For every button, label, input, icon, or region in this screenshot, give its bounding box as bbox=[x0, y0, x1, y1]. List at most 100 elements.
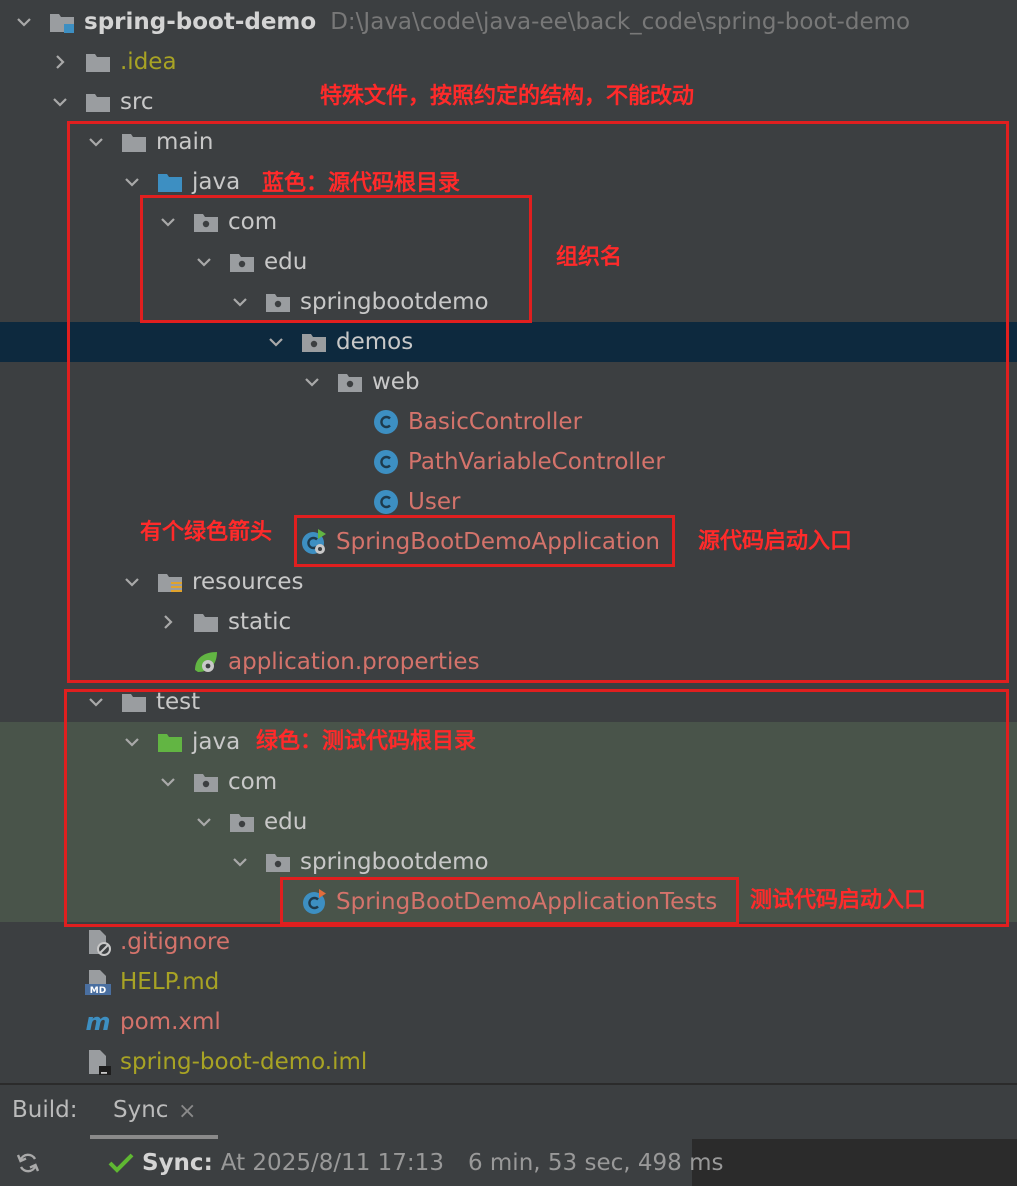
source-entry-note: 源代码启动入口 bbox=[698, 529, 853, 554]
active-tab-indicator bbox=[90, 1135, 218, 1139]
tree-label-help-md: HELP.md bbox=[120, 969, 220, 995]
tree-label-src: src bbox=[120, 89, 154, 115]
tree-node-resources[interactable]: resources bbox=[0, 562, 1017, 602]
module-file-icon bbox=[84, 1048, 112, 1076]
markdown-file-icon: MD bbox=[84, 968, 112, 996]
spring-properties-icon bbox=[192, 648, 220, 676]
maven-file-icon: m bbox=[84, 1008, 112, 1036]
chevron-right-icon[interactable] bbox=[48, 50, 72, 74]
tree-node-project-root[interactable]: spring-boot-demo D:\Java\code\java-ee\ba… bbox=[0, 2, 1017, 42]
tree-label-springbootdemo: springbootdemo bbox=[300, 289, 489, 315]
tree-label-resources: resources bbox=[192, 569, 304, 595]
main-folder-annotation-box bbox=[67, 121, 1009, 683]
folder-icon bbox=[84, 48, 112, 76]
tree-label-path-variable-controller: PathVariableController bbox=[408, 449, 665, 475]
tree-node-main[interactable]: main bbox=[0, 122, 1017, 162]
tree-label-basic-controller: BasicController bbox=[408, 409, 583, 435]
build-status-row: Sync: At 2025/8/11 17:13 6 min, 53 sec, … bbox=[0, 1139, 1017, 1186]
tree-label-test-com: com bbox=[228, 769, 278, 795]
tree-node-test[interactable]: test bbox=[0, 682, 1017, 722]
close-icon[interactable]: × bbox=[178, 1099, 197, 1124]
tree-label-demos: demos bbox=[336, 329, 414, 355]
application-annotation-box bbox=[294, 515, 675, 567]
module-folder-icon bbox=[48, 8, 76, 36]
tree-label-static: static bbox=[228, 609, 292, 635]
tree-label-iml: spring-boot-demo.iml bbox=[120, 1049, 368, 1075]
tree-node-web[interactable]: web bbox=[0, 362, 1017, 402]
test-class-icon bbox=[300, 888, 328, 916]
tree-label-test: test bbox=[156, 689, 201, 715]
tree-node-gitignore[interactable]: .gitignore bbox=[0, 922, 1017, 962]
project-tree: spring-boot-demo D:\Java\code\java-ee\ba… bbox=[0, 2, 1017, 1082]
svg-text:m: m bbox=[85, 1008, 110, 1036]
sync-status-time: At 2025/8/11 17:13 bbox=[220, 1149, 444, 1176]
special-files-note: 特殊文件，按照约定的结构，不能改动 bbox=[320, 84, 695, 109]
check-icon bbox=[108, 1152, 134, 1174]
source-root-note: 蓝色：源代码根目录 bbox=[262, 171, 461, 196]
resync-button[interactable] bbox=[0, 1139, 56, 1186]
tree-label-idea: .idea bbox=[120, 49, 177, 75]
sync-status-entry[interactable]: Sync: At 2025/8/11 17:13 6 min, 53 sec, … bbox=[56, 1139, 723, 1186]
tree-node-test-springbootdemo[interactable]: springbootdemo bbox=[0, 842, 1017, 882]
tree-node-test-java[interactable]: java bbox=[0, 722, 1017, 762]
test-folder-annotation-box bbox=[64, 689, 1009, 927]
sync-status-title: Sync: bbox=[142, 1149, 213, 1176]
project-path: D:\Java\code\java-ee\back_code\spring-bo… bbox=[330, 9, 911, 35]
tree-label-edu: edu bbox=[264, 249, 308, 275]
svg-text:MD: MD bbox=[90, 986, 106, 996]
tree-node-springbootdemo[interactable]: springbootdemo bbox=[0, 282, 1017, 322]
tree-label-pom-xml: pom.xml bbox=[120, 1009, 221, 1035]
tree-label-test-java: java bbox=[192, 729, 241, 755]
tree-label-gitignore: .gitignore bbox=[120, 929, 231, 955]
green-arrow-note: 有个绿色箭头 bbox=[140, 520, 273, 545]
panel-separator bbox=[0, 1083, 1017, 1085]
tree-label-test-edu: edu bbox=[264, 809, 308, 835]
application-tests-annotation-box bbox=[280, 877, 739, 925]
tree-node-application-properties[interactable]: application.properties bbox=[0, 642, 1017, 682]
test-entry-note: 测试代码启动入口 bbox=[750, 888, 927, 913]
tree-node-static[interactable]: static bbox=[0, 602, 1017, 642]
tree-node-application-tests[interactable]: SpringBootDemoApplicationTests bbox=[0, 882, 1017, 922]
build-tool-window-header: Build: Sync × bbox=[0, 1085, 1017, 1139]
ignore-file-icon bbox=[84, 928, 112, 956]
tree-node-pom-xml[interactable]: m pom.xml bbox=[0, 1002, 1017, 1042]
selected-row-highlight bbox=[0, 322, 1017, 362]
tree-node-idea[interactable]: .idea bbox=[0, 42, 1017, 82]
tree-node-src[interactable]: src bbox=[0, 82, 1017, 122]
tab-sync[interactable]: Sync × bbox=[90, 1085, 218, 1139]
tree-node-edu[interactable]: edu bbox=[0, 242, 1017, 282]
tree-node-com[interactable]: com bbox=[0, 202, 1017, 242]
chevron-down-icon[interactable] bbox=[12, 10, 36, 34]
org-name-annotation-box bbox=[140, 195, 532, 323]
refresh-icon bbox=[15, 1150, 41, 1176]
tree-label-application: SpringBootDemoApplication bbox=[336, 529, 661, 555]
spring-boot-application-icon bbox=[300, 528, 328, 556]
tree-label-application-tests: SpringBootDemoApplicationTests bbox=[336, 889, 718, 915]
tree-label-user: User bbox=[408, 489, 461, 515]
tree-label-web: web bbox=[372, 369, 420, 395]
tree-node-basic-controller[interactable]: BasicController bbox=[0, 402, 1017, 442]
tree-node-test-com[interactable]: com bbox=[0, 762, 1017, 802]
tree-label-com: com bbox=[228, 209, 278, 235]
sync-status-duration: 6 min, 53 sec, 498 ms bbox=[467, 1149, 724, 1176]
build-label: Build: bbox=[12, 1097, 78, 1123]
project-name: spring-boot-demo bbox=[84, 9, 317, 35]
tree-label-main: main bbox=[156, 129, 214, 155]
tree-node-demos[interactable]: demos bbox=[0, 322, 1017, 362]
tab-sync-label: Sync bbox=[113, 1097, 169, 1123]
tree-node-help-md[interactable]: MD HELP.md bbox=[0, 962, 1017, 1002]
tree-label-test-springbootdemo: springbootdemo bbox=[300, 849, 489, 875]
resources-folder-icon bbox=[156, 568, 184, 596]
tree-node-test-edu[interactable]: edu bbox=[0, 802, 1017, 842]
tree-label-application-properties: application.properties bbox=[228, 649, 480, 675]
org-name-note: 组织名 bbox=[556, 245, 623, 270]
tree-node-main-java[interactable]: java bbox=[0, 162, 1017, 202]
tree-node-path-variable-controller[interactable]: PathVariableController bbox=[0, 442, 1017, 482]
tree-node-user[interactable]: User bbox=[0, 482, 1017, 522]
test-root-note: 绿色：测试代码根目录 bbox=[256, 729, 477, 754]
tree-label-main-java: java bbox=[192, 169, 241, 195]
chevron-down-icon[interactable] bbox=[48, 90, 72, 114]
tree-node-iml[interactable]: spring-boot-demo.iml bbox=[0, 1042, 1017, 1082]
tree-node-application[interactable]: SpringBootDemoApplication bbox=[0, 522, 1017, 562]
test-folder-highlight bbox=[0, 722, 1017, 922]
